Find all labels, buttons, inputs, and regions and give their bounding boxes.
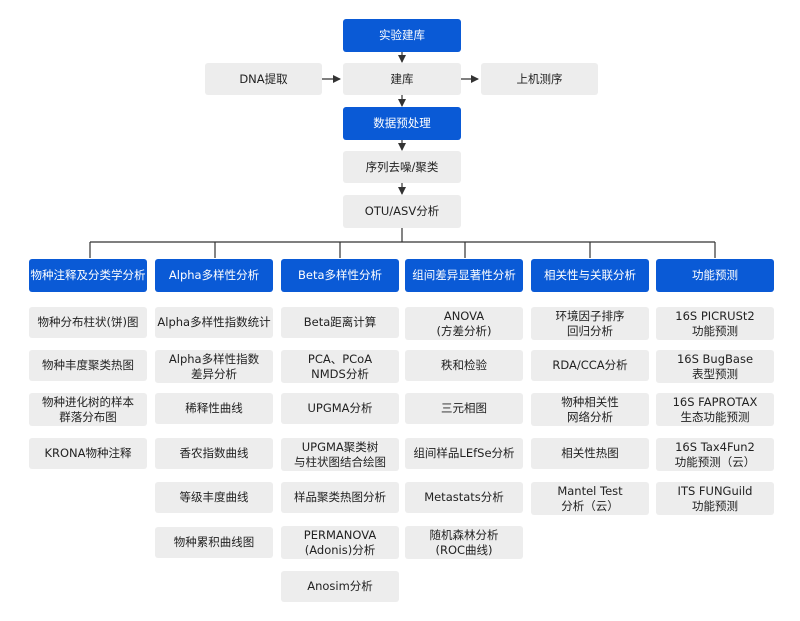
col-3-item: 样品聚类热图分析 (281, 482, 399, 513)
col-6-item: ITS FUNGuild 功能预测 (656, 482, 774, 515)
col-5-item: RDA/CCA分析 (531, 350, 649, 381)
col-1-item: KRONA物种注释 (29, 438, 147, 469)
col-4-item: 组间样品LEfSe分析 (405, 438, 523, 469)
library-build-node: 实验建库 (343, 19, 461, 52)
col-1-item: 物种分布柱状(饼)图 (29, 307, 147, 338)
library-node: 建库 (343, 63, 461, 95)
col-3-item: Anosim分析 (281, 571, 399, 602)
sequencing-node: 上机测序 (481, 63, 598, 95)
col-1-item: 物种丰度聚类热图 (29, 350, 147, 381)
col-5-item: 相关性热图 (531, 438, 649, 469)
col-2-item: Alpha多样性指数 差异分析 (155, 350, 273, 383)
col-2-item: 香农指数曲线 (155, 438, 273, 469)
dna-extract-node: DNA提取 (205, 63, 322, 95)
col-4-item: Metastats分析 (405, 482, 523, 513)
col-2-item: 等级丰度曲线 (155, 482, 273, 513)
col-3-item: Beta距离计算 (281, 307, 399, 338)
col-6-item: 16S PICRUSt2 功能预测 (656, 307, 774, 340)
col-6-item: 16S FAPROTAX 生态功能预测 (656, 393, 774, 426)
col-5-item: Mantel Test 分析（云） (531, 482, 649, 515)
header-beta: Beta多样性分析 (281, 259, 399, 292)
otu-asv-node: OTU/ASV分析 (343, 195, 461, 228)
col-4-item: 三元相图 (405, 393, 523, 424)
denoise-cluster-node: 序列去噪/聚类 (343, 151, 461, 183)
col-6-item: 16S BugBase 表型预测 (656, 350, 774, 383)
col-3-item: PCA、PCoA NMDS分析 (281, 350, 399, 383)
col-1-item: 物种进化树的样本 群落分布图 (29, 393, 147, 426)
col-4-item: ANOVA (方差分析) (405, 307, 523, 340)
col-3-item: PERMANOVA (Adonis)分析 (281, 526, 399, 559)
header-taxonomy: 物种注释及分类学分析 (29, 259, 147, 292)
col-2-item: 稀释性曲线 (155, 393, 273, 424)
col-5-item: 环境因子排序 回归分析 (531, 307, 649, 340)
col-3-item: UPGMA聚类树 与柱状图结合绘图 (281, 438, 399, 471)
col-6-item: 16S Tax4Fun2 功能预测（云） (656, 438, 774, 471)
header-alpha: Alpha多样性分析 (155, 259, 273, 292)
col-4-item: 秩和检验 (405, 350, 523, 381)
col-4-item: 随机森林分析 (ROC曲线) (405, 526, 523, 559)
col-2-item: Alpha多样性指数统计 (155, 307, 273, 338)
header-function: 功能预测 (656, 259, 774, 292)
col-2-item: 物种累积曲线图 (155, 527, 273, 558)
col-5-item: 物种相关性 网络分析 (531, 393, 649, 426)
header-group-diff: 组间差异显著性分析 (405, 259, 523, 292)
col-3-item: UPGMA分析 (281, 393, 399, 424)
header-correlation: 相关性与关联分析 (531, 259, 649, 292)
data-preprocess-node: 数据预处理 (343, 107, 461, 140)
